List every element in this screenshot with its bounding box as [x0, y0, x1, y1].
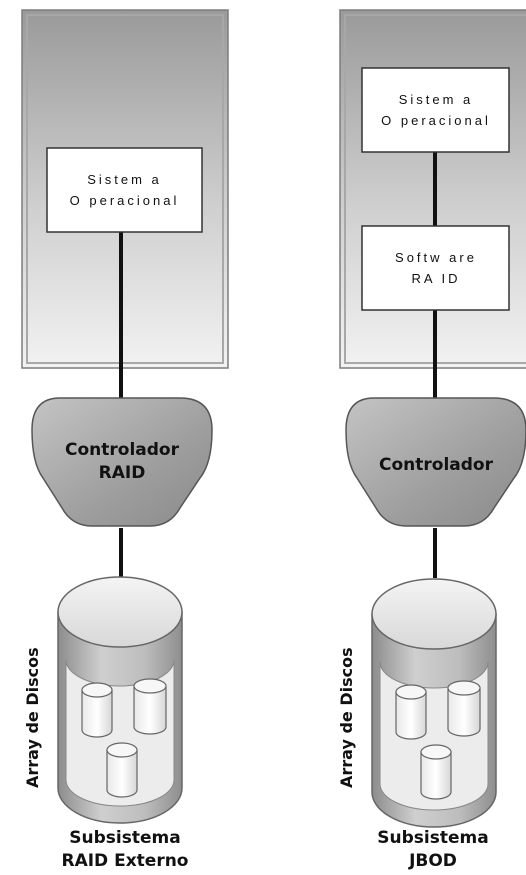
right-software-raid-box: Softw are RA ID: [361, 225, 510, 311]
left-caption-line1: Subsistema: [69, 828, 180, 848]
left-controller-label-line2: RAID: [99, 463, 146, 483]
right-os-label-line1: Sistem a: [399, 92, 474, 107]
right-caption-line1: Subsistema: [377, 828, 488, 848]
left-array-label: Array de Discos: [23, 647, 42, 788]
left-controller-label-line1: Controlador: [65, 440, 180, 460]
right-caption-line2: JBOD: [408, 851, 457, 871]
left-small-disk-3: [106, 742, 138, 798]
right-array-label: Array de Discos: [337, 647, 356, 788]
left-os-box: Sistem a O peracional: [46, 147, 203, 233]
right-software-label-line2: RA ID: [412, 271, 461, 286]
right-small-disk-2: [447, 680, 481, 737]
left-column: Sistem a O peracional Controlador RAID: [21, 9, 229, 871]
right-column: Sistem a O peracional Softw are RA ID Co…: [337, 9, 526, 871]
right-os-box: Sistem a O peracional: [361, 67, 510, 153]
left-os-label-line1: Sistem a: [87, 172, 162, 187]
right-controller-label: Controlador: [379, 455, 494, 475]
right-small-disk-3: [420, 744, 452, 800]
right-controller: Controlador: [345, 397, 526, 527]
left-small-disk-1: [81, 682, 113, 738]
right-software-label-line1: Softw are: [395, 250, 477, 265]
left-disk-array: [57, 576, 183, 824]
right-disk-array: [371, 578, 497, 828]
left-raid-controller: Controlador RAID: [31, 397, 213, 527]
right-small-disk-1: [395, 684, 427, 740]
left-small-disk-2: [133, 678, 167, 735]
left-caption-line2: RAID Externo: [61, 851, 188, 871]
left-os-label-line2: O peracional: [70, 193, 180, 208]
right-os-label-line2: O peracional: [381, 113, 491, 128]
